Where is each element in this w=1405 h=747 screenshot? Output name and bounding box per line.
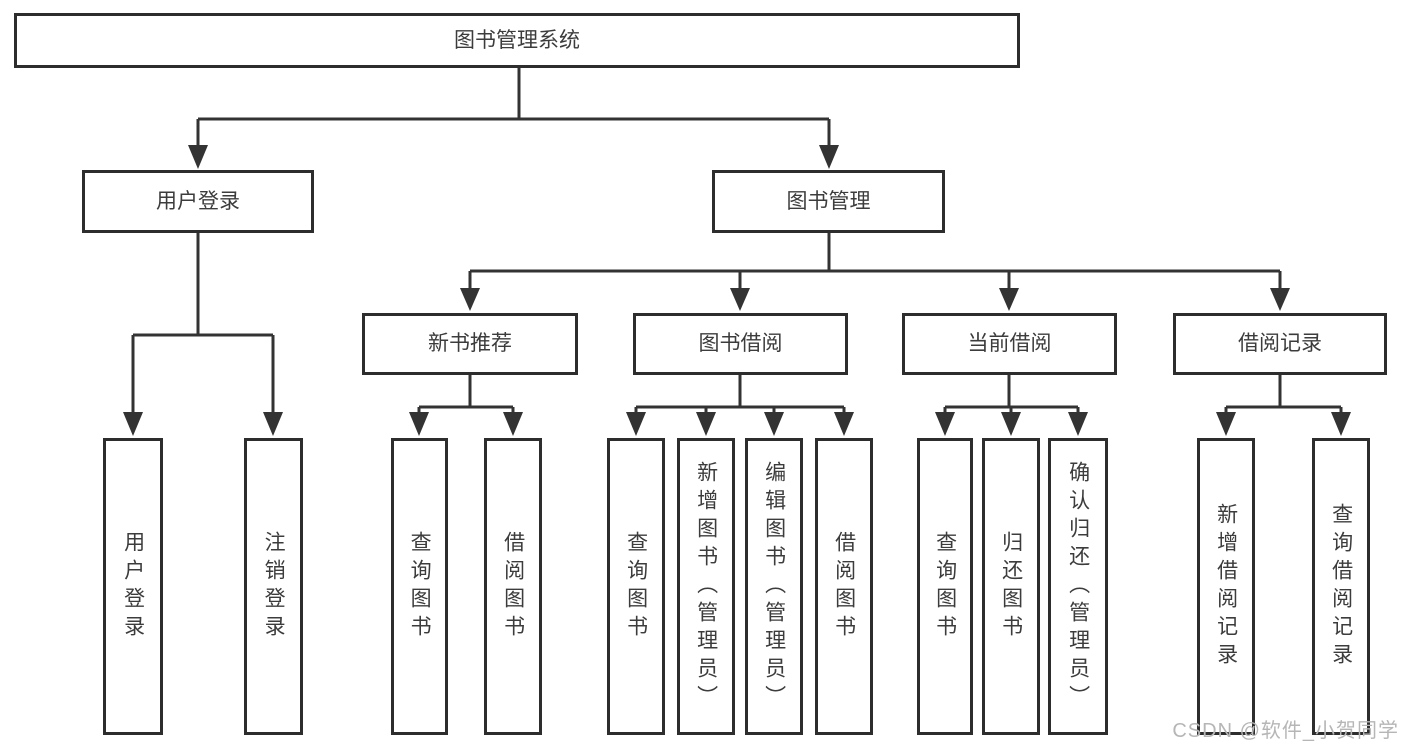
node-root: 图书管理系统 bbox=[14, 13, 1020, 68]
arrowhead-icon bbox=[1216, 412, 1236, 436]
csdn-watermark: CSDN @软件_小贺同学 bbox=[1172, 720, 1399, 742]
leaf-borrow-books-1: 借阅图书 bbox=[484, 438, 542, 735]
node-user-login: 用户登录 bbox=[82, 170, 314, 233]
node-book-borrow: 图书借阅 bbox=[633, 313, 848, 375]
leaf-edit-books-admin: 编辑图书（管理员） bbox=[745, 438, 803, 735]
leaf-query-books-1: 查询图书 bbox=[391, 438, 448, 735]
leaf-borrow-books-2: 借阅图书 bbox=[815, 438, 873, 735]
arrowhead-icon bbox=[409, 412, 429, 436]
arrowhead-icon bbox=[999, 288, 1019, 311]
arrowhead-icon bbox=[834, 412, 854, 436]
leaf-query-borrow-record-label: 查询借阅记录 bbox=[1329, 502, 1353, 671]
leaf-confirm-return-admin-label: 确认归还（管理员） bbox=[1066, 460, 1090, 713]
leaf-query-books-3: 查询图书 bbox=[917, 438, 973, 735]
leaf-logout-label: 注销登录 bbox=[262, 530, 286, 643]
arrowhead-icon bbox=[1331, 412, 1351, 436]
arrowhead-icon bbox=[935, 412, 955, 436]
leaf-user-login: 用户登录 bbox=[103, 438, 163, 735]
arrowhead-icon bbox=[188, 145, 208, 169]
arrowhead-icon bbox=[696, 412, 716, 436]
leaf-logout: 注销登录 bbox=[244, 438, 303, 735]
leaf-query-books-2-label: 查询图书 bbox=[624, 530, 648, 643]
node-new-book-rec: 新书推荐 bbox=[362, 313, 578, 375]
leaf-add-borrow-record: 新增借阅记录 bbox=[1197, 438, 1255, 735]
arrowhead-icon bbox=[1270, 288, 1290, 311]
arrowhead-icon bbox=[764, 412, 784, 436]
leaf-return-books-label: 归还图书 bbox=[999, 530, 1023, 643]
leaf-add-books-admin: 新增图书（管理员） bbox=[677, 438, 735, 735]
leaf-add-books-admin-label: 新增图书（管理员） bbox=[694, 460, 718, 713]
arrowhead-icon bbox=[503, 412, 523, 436]
leaf-query-books-3-label: 查询图书 bbox=[933, 530, 957, 643]
leaf-borrow-books-1-label: 借阅图书 bbox=[501, 530, 525, 643]
node-new-book-rec-label: 新书推荐 bbox=[428, 332, 512, 356]
node-borrow-records-label: 借阅记录 bbox=[1238, 332, 1322, 356]
leaf-user-login-label: 用户登录 bbox=[121, 530, 145, 643]
arrowhead-icon bbox=[626, 412, 646, 436]
arrowhead-icon bbox=[730, 288, 750, 311]
arrowhead-icon bbox=[1001, 412, 1021, 436]
node-book-mgmt-label: 图书管理 bbox=[786, 189, 871, 213]
leaf-return-books: 归还图书 bbox=[982, 438, 1040, 735]
arrowhead-icon bbox=[1068, 412, 1088, 436]
node-borrow-records: 借阅记录 bbox=[1173, 313, 1387, 375]
leaf-edit-books-admin-label: 编辑图书（管理员） bbox=[762, 460, 786, 713]
arrowhead-icon bbox=[263, 412, 283, 436]
leaf-query-borrow-record: 查询借阅记录 bbox=[1312, 438, 1370, 735]
node-book-borrow-label: 图书借阅 bbox=[698, 332, 783, 356]
leaf-query-books-2: 查询图书 bbox=[607, 438, 665, 735]
arrowheads bbox=[123, 145, 1351, 436]
leaf-confirm-return-admin: 确认归还（管理员） bbox=[1048, 438, 1108, 735]
leaf-add-borrow-record-label: 新增借阅记录 bbox=[1214, 502, 1238, 671]
leaf-query-books-1-label: 查询图书 bbox=[408, 530, 432, 643]
arrowhead-icon bbox=[819, 145, 839, 169]
node-user-login-label: 用户登录 bbox=[156, 189, 240, 213]
leaf-borrow-books-2-label: 借阅图书 bbox=[832, 530, 856, 643]
node-book-mgmt: 图书管理 bbox=[712, 170, 945, 233]
node-current-borrow-label: 当前借阅 bbox=[967, 332, 1052, 356]
node-root-label: 图书管理系统 bbox=[454, 28, 580, 52]
node-current-borrow: 当前借阅 bbox=[902, 313, 1117, 375]
arrowhead-icon bbox=[123, 412, 143, 436]
arrowhead-icon bbox=[460, 288, 480, 311]
